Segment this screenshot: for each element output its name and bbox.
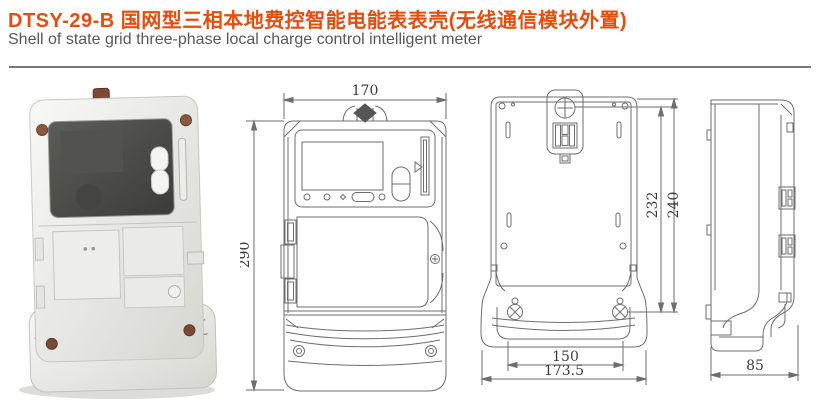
dimension-side-depth: 85 xyxy=(709,325,800,381)
panel-dot xyxy=(83,247,88,251)
button-lower xyxy=(150,169,170,195)
hinge xyxy=(284,219,297,245)
meter-shell-photo xyxy=(28,87,218,393)
front-terminal-cover xyxy=(284,310,446,366)
front-face-plate xyxy=(294,129,436,208)
latch xyxy=(552,122,578,149)
panel-dot xyxy=(91,246,96,251)
side-tab xyxy=(706,129,712,141)
hinge-tab-upper xyxy=(34,237,45,261)
back-view-drawing: 232 240 150 173.5 xyxy=(480,89,680,385)
panel-button xyxy=(167,285,181,299)
back-mount-height-label: 232 xyxy=(645,192,661,219)
back-plate-details xyxy=(490,102,637,272)
front-door xyxy=(280,216,444,308)
front-width-label: 170 xyxy=(352,83,379,99)
front-button xyxy=(378,193,386,201)
screw-bottom-right xyxy=(183,324,196,337)
screw-top-left xyxy=(36,124,49,137)
hinge xyxy=(284,278,297,304)
card-slot xyxy=(177,137,188,201)
terminal-screw xyxy=(293,345,305,357)
dimension-back-widths: 150 173.5 xyxy=(480,341,648,385)
lcd-screen xyxy=(301,141,384,191)
dimension-front-height: 290 xyxy=(240,119,284,392)
side-bottom-profile xyxy=(710,289,795,352)
seal-latch xyxy=(186,251,205,265)
side-hinges xyxy=(778,186,796,258)
back-terminal-cover xyxy=(491,307,636,340)
dimension-back-heights: 232 240 xyxy=(575,97,680,314)
front-indicator xyxy=(339,193,347,201)
lower-right-panel xyxy=(123,275,186,309)
front-hanger xyxy=(342,103,388,123)
side-tab xyxy=(706,224,712,236)
back-hanger-bracket xyxy=(546,89,584,164)
right-panel xyxy=(122,225,185,277)
back-inner-width-label: 150 xyxy=(552,349,579,365)
back-terminal-screws xyxy=(507,297,628,320)
front-button xyxy=(303,193,311,201)
product-photo xyxy=(19,87,218,399)
card-slot-front xyxy=(420,136,430,196)
back-overall-width-label: 173.5 xyxy=(544,363,584,379)
page-title: DTSY-29-B 国网型三相本地费控智能电能表表壳(无线通信模块外置) xyxy=(8,10,628,32)
window-smudge xyxy=(75,183,102,210)
front-height-label: 290 xyxy=(240,242,253,269)
seal-diamond xyxy=(353,103,377,123)
side-view-drawing: 85 xyxy=(705,99,800,381)
window-inner-shade xyxy=(60,129,124,174)
door-screw xyxy=(430,254,440,264)
divider xyxy=(9,66,811,68)
hinge-tab-lower xyxy=(35,285,46,309)
button-upper xyxy=(150,146,169,172)
side-body-outline xyxy=(705,99,795,343)
front-body-outline xyxy=(283,120,447,392)
terminal-screw xyxy=(425,345,437,357)
front-view-drawing: 170 290 xyxy=(240,83,448,392)
side-depth-label: 85 xyxy=(746,358,764,374)
screw-top-right xyxy=(179,114,192,127)
dimension-front-width: 170 xyxy=(282,83,448,119)
page-subtitle: Shell of state grid three-phase local ch… xyxy=(8,31,483,48)
slot-arrow xyxy=(414,161,423,173)
back-overall-height-label: 240 xyxy=(666,192,680,219)
front-button xyxy=(323,193,331,201)
front-oval-button xyxy=(351,192,375,202)
left-panel xyxy=(52,229,122,301)
hinge-plate xyxy=(280,244,295,279)
side-tab xyxy=(705,304,712,320)
mid-divider xyxy=(38,221,197,227)
screw-bottom-left xyxy=(45,337,58,350)
